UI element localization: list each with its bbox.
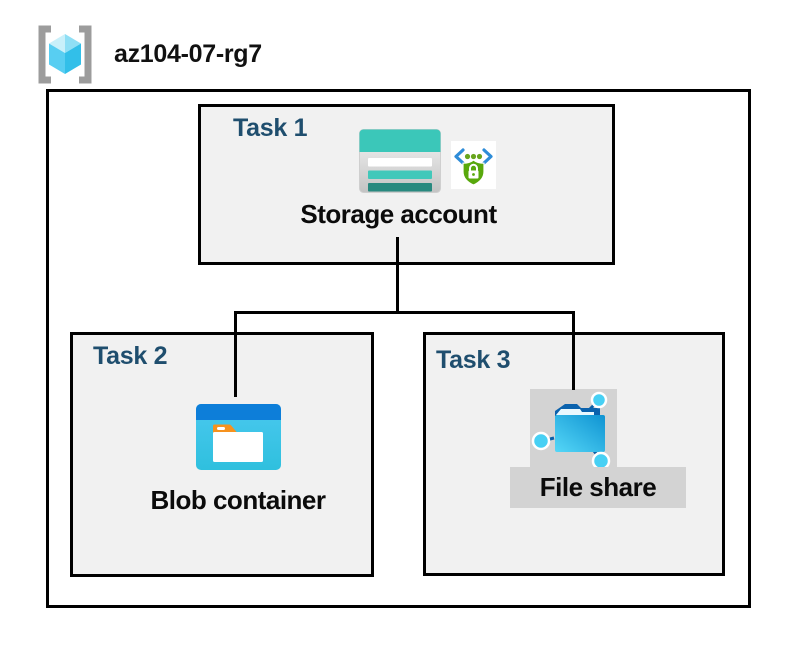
file-share-label: File share [539,472,657,502]
resource-group-name: az104-07-rg7 [114,40,262,68]
task3-label: Task 3 [436,346,511,374]
file-share-icon-background [530,389,617,471]
resource-group-header: az104-07-rg7 [33,24,262,85]
connector-to-blob-container [234,311,237,397]
connector-to-file-share [572,311,575,390]
blob-container-label: Blob container [150,485,326,515]
file-share-label-band: File share [510,467,686,508]
resource-group-icon [38,25,92,84]
blob-container-icon [196,404,281,470]
task2-label: Task 2 [93,342,168,370]
task2-box: Task 2 Blob container [70,332,374,577]
file-share-icon [531,391,611,471]
connector-horizontal [234,311,575,314]
task1-label: Task 1 [233,114,308,142]
connector-storage-stem [396,237,399,312]
sas-secure-access-icon [451,141,496,189]
storage-account-label: Storage account [300,199,497,229]
storage-account-icon [359,129,441,193]
task1-box: Task 1 Storage account [198,104,615,265]
